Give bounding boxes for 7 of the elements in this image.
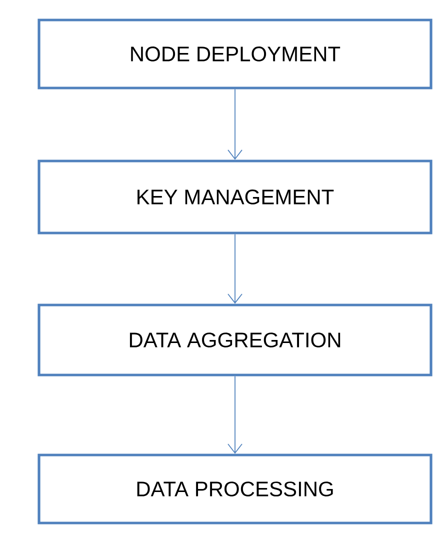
arrow bbox=[228, 234, 242, 304]
arrow bbox=[228, 88, 242, 160]
process-box: NODE DEPLOYMENT bbox=[38, 18, 432, 90]
process-box: DATA PROCESSING bbox=[38, 454, 432, 524]
process-box: KEY MANAGEMENT bbox=[38, 160, 432, 234]
arrow bbox=[228, 376, 242, 454]
process-box: DATA AGGREGATION bbox=[38, 304, 432, 376]
